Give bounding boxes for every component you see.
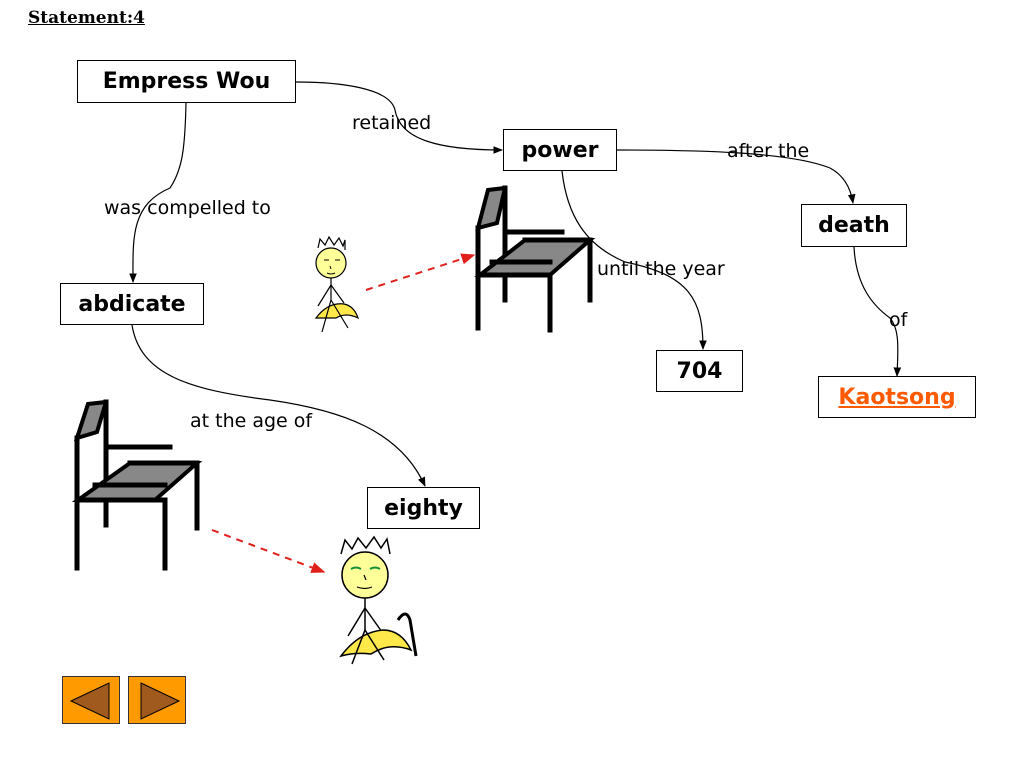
crowned-figure-icon [339,535,418,665]
node-abdicate: abdicate [60,283,204,325]
slide-heading: Statement:4 [28,8,145,28]
node-year-704: 704 [656,350,743,392]
node-power: power [503,129,617,171]
connector-death-kaotsong [853,246,902,377]
label-until-the-year: until the year [597,258,725,280]
throne-chair-icon [71,399,203,571]
label-of: of [889,309,908,331]
connector-empress-power [295,81,503,154]
node-kaotsong-link[interactable]: Kaotsong [818,376,976,418]
node-eighty: eighty [367,487,480,529]
right-triangle-icon [140,682,181,720]
connector-power-year [561,170,707,350]
connector-power-death [616,149,856,204]
dashed-arrow-to-throne [365,253,476,291]
node-empress-wou: Empress Wou [77,60,296,103]
throne-chair-icon [474,185,596,333]
prev-slide-button[interactable] [62,676,120,724]
label-retained: retained [352,112,432,134]
label-was-compelled-to: was compelled to [104,197,271,219]
label-at-the-age-of: at the age of [190,410,313,432]
node-death: death [801,204,907,247]
crowned-figure-icon [314,235,360,333]
left-triangle-icon [69,682,110,720]
label-after-the: after the [727,140,810,162]
next-slide-button[interactable] [128,676,186,724]
connector-empress-abdicate [129,102,187,283]
connector-abdicate-eighty [131,324,426,487]
dashed-arrow-from-throne [211,529,326,573]
